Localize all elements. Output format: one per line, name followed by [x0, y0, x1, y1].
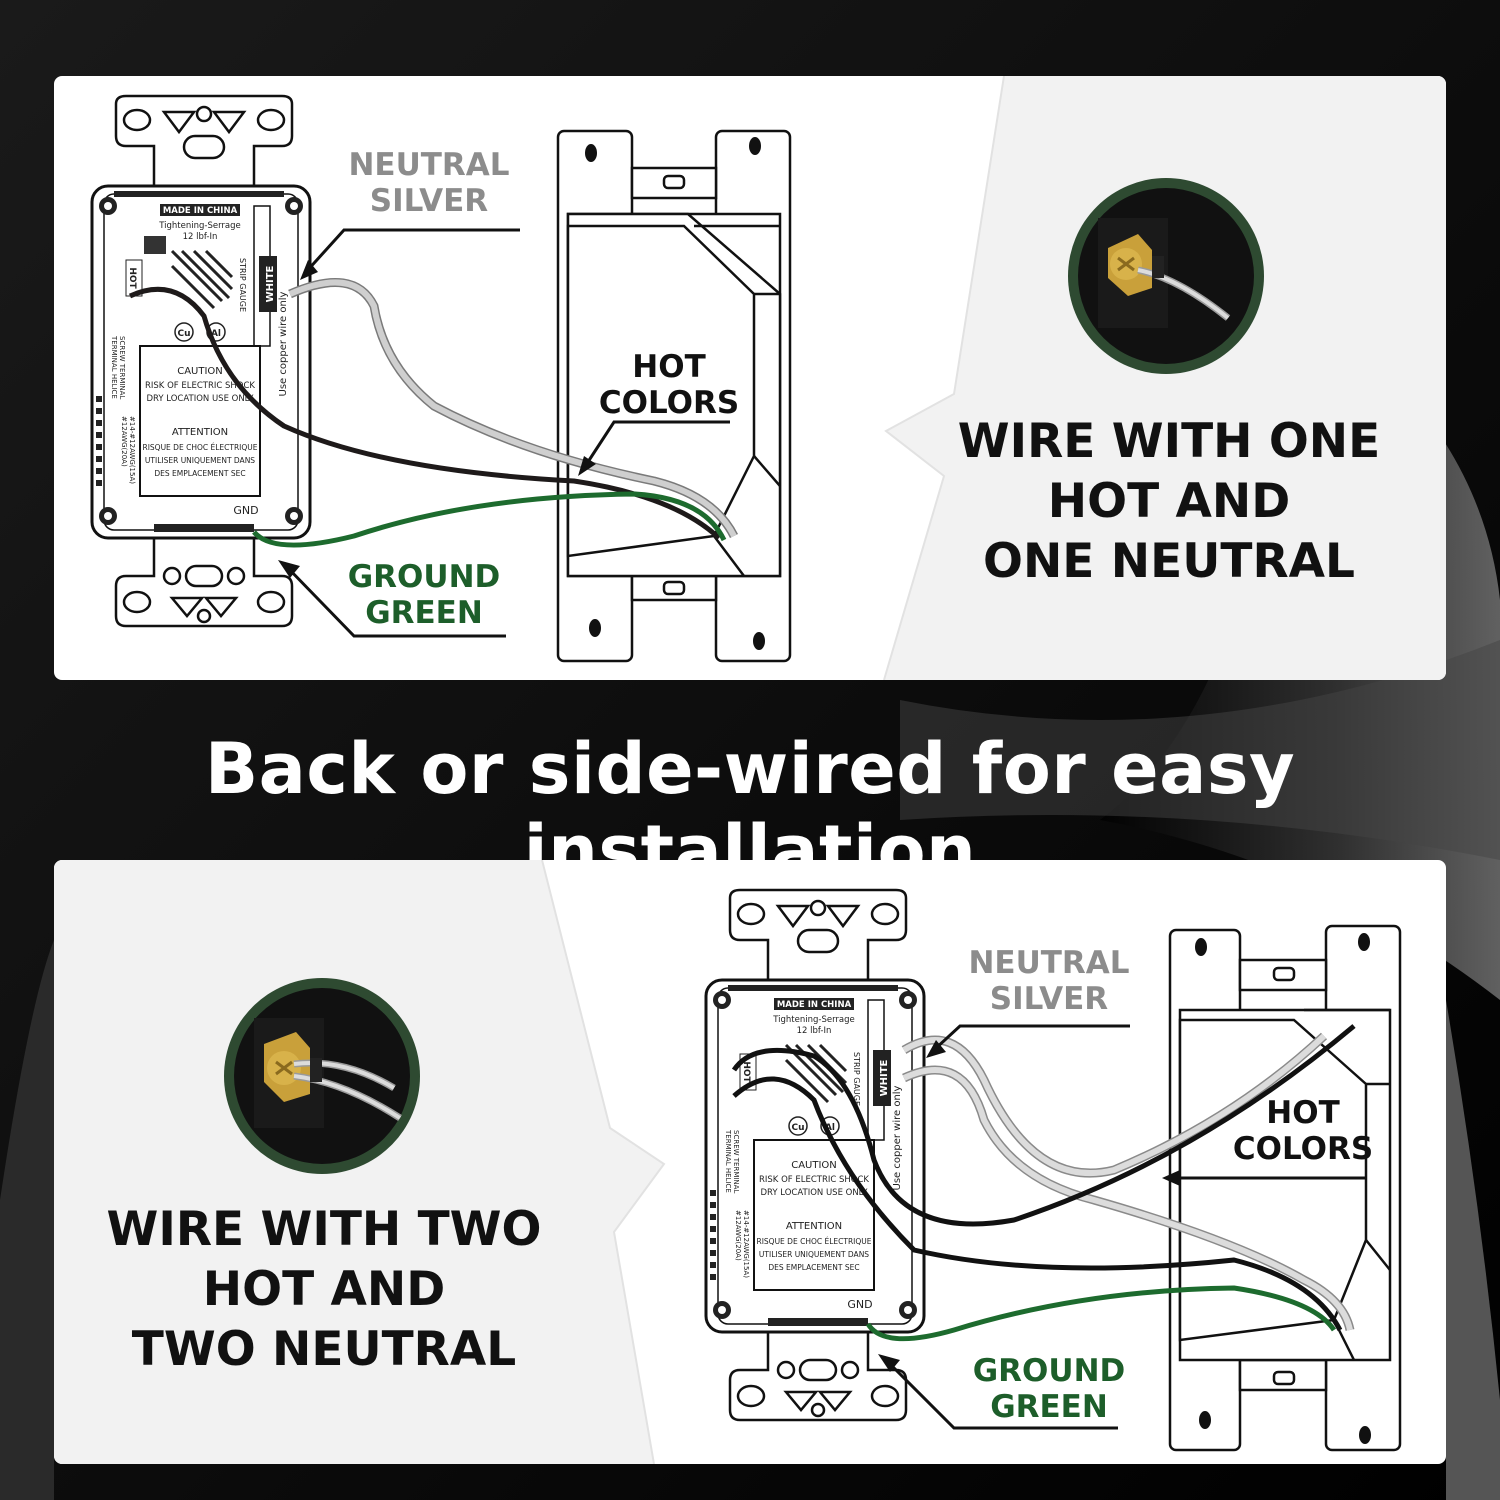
bottom-wiring-panel: MADE IN CHINA Tightening-Serrage 12 lbf-…: [54, 860, 1446, 1464]
torque-value-text: 12 lbf-In: [797, 1026, 832, 1036]
top-wiring-diagram: MADE IN CHINA Tightening-Serrage 12 lbf-…: [90, 76, 1446, 680]
hot-terminal-text: HOT: [127, 267, 137, 289]
bottom-caption: WIRE WITH TWO HOT AND TWO NEUTRAL: [106, 1202, 542, 1377]
gnd-text: GND: [233, 504, 258, 517]
screw-terminal-two-wires-icon: [234, 988, 410, 1164]
hot-terminal-text: HOT: [741, 1061, 751, 1083]
white-terminal-text: WHITE: [265, 265, 276, 302]
screw-terminal-text: SCREW TERMINAL: [732, 1130, 740, 1193]
caution-line2: DRY LOCATION USE ONLY: [760, 1188, 868, 1198]
terminal-zoom-circle: [224, 978, 420, 1174]
attention-line2: UTILISER UNIQUEMENT DANS: [145, 456, 255, 465]
white-terminal-text: WHITE: [879, 1059, 890, 1096]
made-in-text: MADE IN CHINA: [163, 206, 238, 216]
awg2-text: #12AWG(20A): [120, 416, 128, 467]
bottom-wiring-diagram: MADE IN CHINA Tightening-Serrage 12 lbf-…: [54, 860, 1402, 1464]
cu-mark: Cu: [791, 1123, 804, 1133]
al-mark: Al: [211, 329, 221, 339]
strip-gauge-text: STRIP GAUGE: [852, 1052, 861, 1106]
al-mark: Al: [825, 1123, 835, 1133]
caution-title: CAUTION: [177, 366, 223, 377]
bottom-hot-label: HOT COLORS: [1232, 1095, 1374, 1167]
caution-line1: RISK OF ELECTRIC SHOCK: [759, 1175, 869, 1185]
attention-line1: RISQUE DE CHOC ÉLECTRIQUE: [142, 443, 257, 452]
screw-terminal-one-wire-icon: [1078, 188, 1254, 364]
ground-wire: [252, 491, 727, 548]
terminal-helice-text: TERMINAL HELICE: [724, 1129, 732, 1193]
outlet-device: [90, 94, 312, 628]
hot-wire-2: [732, 1076, 1343, 1332]
caution-title: CAUTION: [791, 1160, 837, 1171]
terminal-zoom-circle: [1068, 178, 1264, 374]
hot-wire-1: [731, 1024, 1356, 1227]
attention-line1: RISQUE DE CHOC ÉLECTRIQUE: [756, 1237, 871, 1246]
top-ground-label: GROUND GREEN: [347, 559, 501, 631]
attention-line3: DES EMPLACEMENT SEC: [154, 469, 245, 478]
torque-text: Tightening-Serrage: [772, 1015, 855, 1025]
copper-only-text: Use copper wire only: [892, 1085, 903, 1190]
strip-gauge-text: STRIP GAUGE: [238, 258, 247, 312]
screw-terminal-text: SCREW TERMINAL: [118, 336, 126, 399]
gnd-text: GND: [847, 1298, 872, 1311]
bottom-neutral-label: NEUTRAL SILVER: [968, 945, 1130, 1017]
cu-mark: Cu: [177, 329, 190, 339]
wall-box: [1168, 924, 1402, 1452]
attention-title: ATTENTION: [172, 427, 228, 438]
top-hot-label: HOT COLORS: [598, 349, 740, 421]
awg2-text: #12AWG(20A): [734, 1210, 742, 1261]
attention-line2: UTILISER UNIQUEMENT DANS: [759, 1250, 869, 1259]
top-caption: WIRE WITH ONE HOT AND ONE NEUTRAL: [957, 414, 1381, 589]
caution-line1: RISK OF ELECTRIC SHOCK: [145, 381, 255, 391]
bottom-ground-label: GROUND GREEN: [972, 1353, 1126, 1425]
attention-line3: DES EMPLACEMENT SEC: [768, 1263, 859, 1272]
awg1-text: #14-#12AWG(15A): [128, 416, 136, 484]
made-in-text: MADE IN CHINA: [777, 1000, 852, 1010]
top-wiring-panel: MADE IN CHINA Tightening-Serrage 12 lbf-…: [54, 76, 1446, 680]
torque-value-text: 12 lbf-In: [183, 232, 218, 242]
ground-wire: [865, 1285, 1337, 1342]
caution-line2: DRY LOCATION USE ONLY: [146, 394, 254, 404]
copper-only-text: Use copper wire only: [278, 291, 289, 396]
top-neutral-label: NEUTRAL SILVER: [348, 147, 510, 219]
terminal-helice-text: TERMINAL HELICE: [110, 335, 118, 399]
awg1-text: #14-#12AWG(15A): [742, 1210, 750, 1278]
torque-text: Tightening-Serrage: [158, 221, 241, 231]
attention-title: ATTENTION: [786, 1221, 842, 1232]
